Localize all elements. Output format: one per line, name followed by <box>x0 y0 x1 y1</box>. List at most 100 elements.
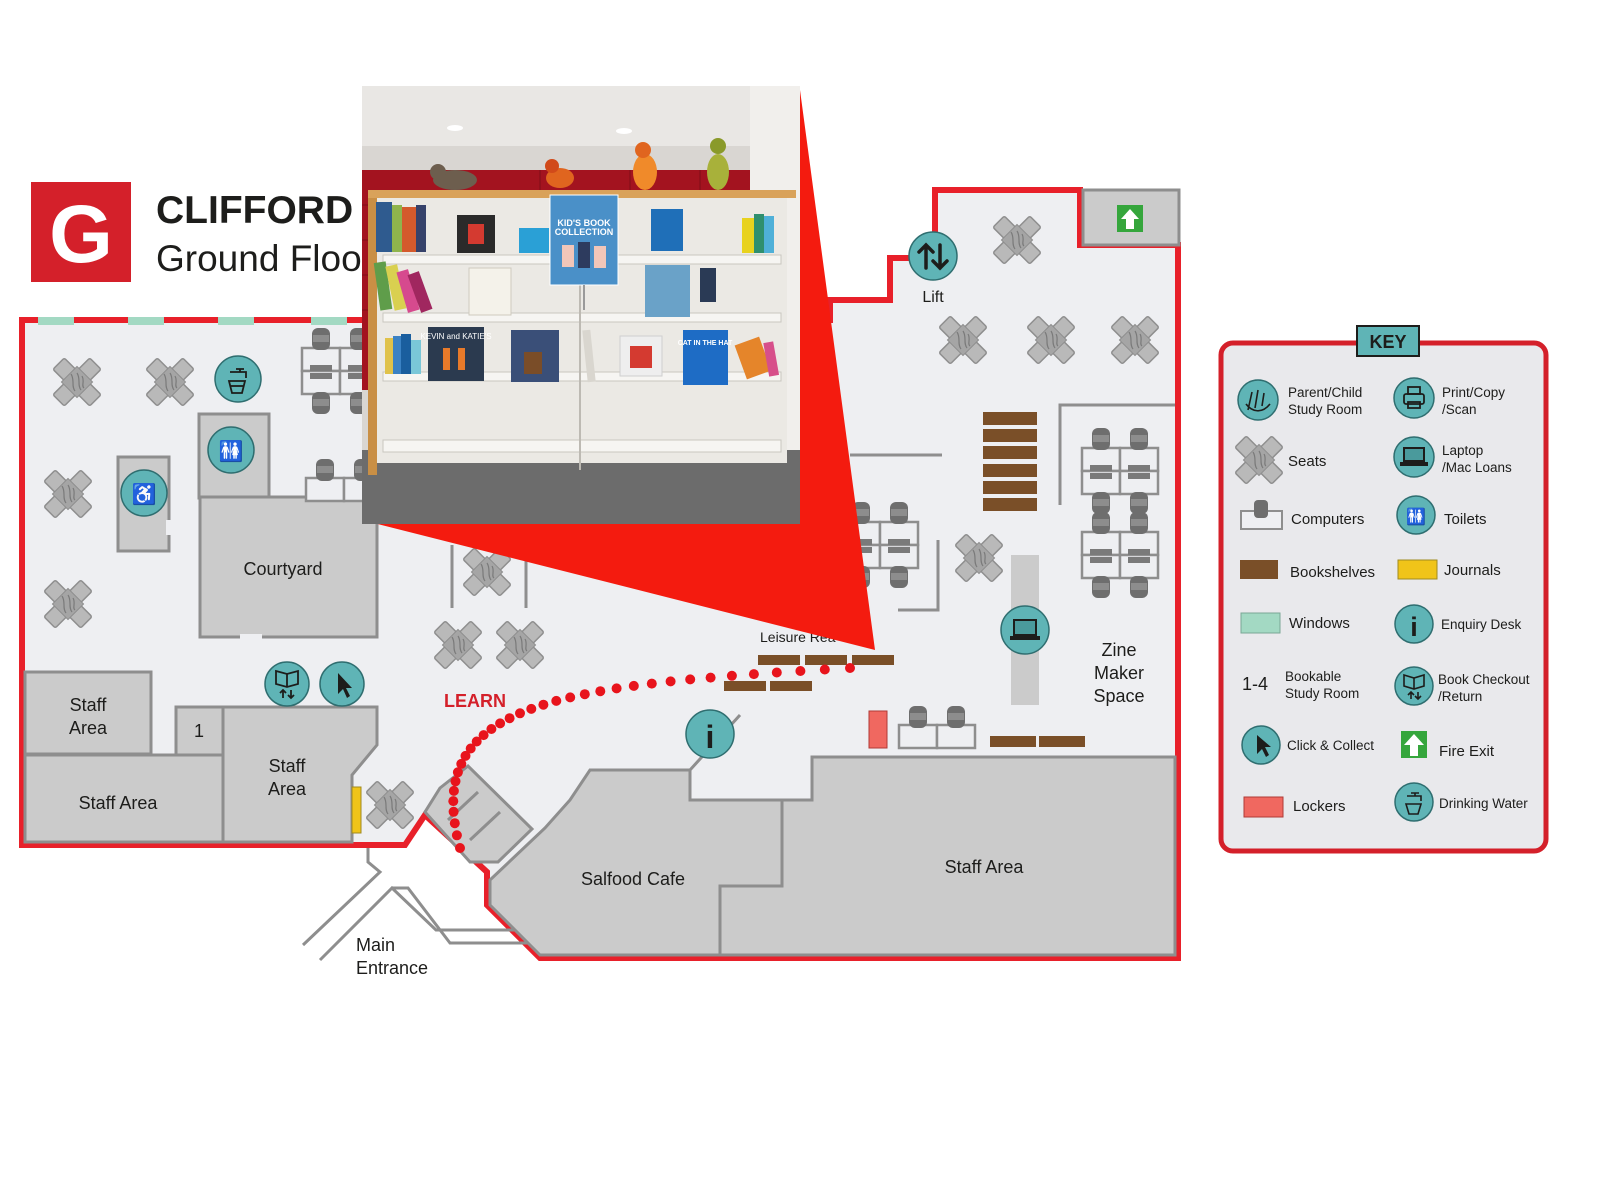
kids-book-collection-photo[interactable]: KID'S BOOK COLLECTION KEVIN and KATIE'S … <box>362 86 800 524</box>
computer-icon <box>1240 500 1283 530</box>
main-entrance-label-line1: Main <box>356 935 395 955</box>
toilets-icon: 🚻 <box>1406 507 1426 526</box>
route-dot <box>448 806 459 817</box>
route-dot <box>452 767 463 778</box>
book-title-kevin-katie: KEVIN and KATIE'S <box>420 332 491 341</box>
main-entrance-label-line2: Entrance <box>356 958 428 978</box>
window <box>38 317 74 325</box>
key-label: /Mac Loans <box>1442 460 1512 475</box>
enquiry-desk-marker[interactable]: i <box>685 709 735 759</box>
click-collect-marker[interactable] <box>319 661 365 707</box>
drinking-water-icon <box>227 368 247 394</box>
drinking-water-marker[interactable] <box>214 355 262 403</box>
bookshelf <box>852 655 894 665</box>
toilets-marker[interactable]: 🚻 <box>207 426 255 474</box>
parent-child-icon <box>1245 389 1271 412</box>
key-item-book-checkout: Book Checkout /Return <box>1394 666 1530 706</box>
route-dot <box>448 796 459 807</box>
room-study-1[interactable]: 1 <box>174 705 225 757</box>
poster-title-line2: COLLECTION <box>555 227 614 237</box>
bookshelf <box>983 412 1037 425</box>
room-staff-area-2: Staff Area <box>23 753 225 844</box>
key-item-toilets: 🚻 Toilets <box>1396 495 1487 535</box>
key-title: KEY <box>1369 332 1406 352</box>
key-item-drinking-water: Drinking Water <box>1394 782 1528 822</box>
route-dot <box>538 699 549 710</box>
key-item-print: Print/Copy /Scan <box>1393 377 1505 419</box>
laptop-loans-marker[interactable] <box>1000 605 1050 655</box>
route-dot <box>448 785 459 796</box>
window <box>128 317 164 325</box>
key-item-bookshelves: Bookshelves <box>1240 560 1375 581</box>
building-name: CLIFFORD <box>156 189 353 232</box>
fire-exit-room <box>1081 188 1181 247</box>
lift-marker[interactable]: Lift <box>908 231 958 306</box>
key-label: Lockers <box>1293 798 1346 815</box>
learn-route-label: LEARN <box>444 691 506 711</box>
route-dot <box>450 776 461 787</box>
route-dot <box>748 669 759 680</box>
room-label-staff-area-1-line1: Staff <box>70 695 108 715</box>
route-dot <box>595 686 606 697</box>
drinking-water-icon <box>1404 792 1423 815</box>
key-label: Toilets <box>1444 511 1487 528</box>
room-label-staff-area-4: Staff Area <box>945 857 1025 877</box>
room-label-staff-area-3-line1: Staff <box>269 756 307 776</box>
room-staff-area-1: Staff Area <box>23 670 153 756</box>
room-staff-area-4: Staff Area <box>718 755 1177 957</box>
laptop-icon <box>1010 619 1040 640</box>
bookshelf <box>805 655 847 665</box>
key-label: /Return <box>1438 689 1482 704</box>
key-label: Study Room <box>1285 686 1359 701</box>
toilets-marker[interactable]: ♿ <box>120 469 168 517</box>
key-label: Fire Exit <box>1439 743 1495 760</box>
key-label: Enquiry Desk <box>1441 617 1522 632</box>
route-dot <box>819 664 830 675</box>
route-dot <box>495 718 506 729</box>
route-dot <box>515 708 525 719</box>
journal-swatch <box>1397 559 1438 580</box>
route-dot <box>665 676 676 687</box>
key-label: Bookable <box>1285 669 1341 684</box>
route-dot <box>628 680 639 691</box>
route-dot <box>455 843 465 853</box>
key-label: /Scan <box>1442 402 1477 417</box>
room-label-salfood-cafe: Salfood Cafe <box>581 869 685 889</box>
lift-label: Lift <box>922 289 944 306</box>
bookshelf <box>983 429 1037 442</box>
route-dot <box>449 818 460 829</box>
info-icon: i <box>1410 612 1418 642</box>
bookshelf <box>983 446 1037 459</box>
route-dot <box>471 736 482 747</box>
key-label: Bookshelves <box>1290 564 1375 581</box>
room-courtyard: Courtyard <box>198 495 379 640</box>
route-dot <box>486 724 497 734</box>
key-label: Journals <box>1444 562 1501 579</box>
bookshelf <box>724 681 766 691</box>
route-dot <box>726 670 737 681</box>
key-label: Click & Collect <box>1287 738 1374 753</box>
route-dot <box>565 692 576 703</box>
cursor-icon <box>338 673 352 698</box>
route-dot <box>478 730 489 741</box>
route-dot <box>456 758 467 769</box>
bookshelf <box>1039 736 1085 747</box>
room-label-staff-area-1-line2: Area <box>69 718 108 738</box>
route-dot <box>845 663 855 673</box>
key-label: Computers <box>1291 511 1364 528</box>
key-label: Parent/Child <box>1288 385 1362 400</box>
bookshelf <box>983 464 1037 477</box>
lockers <box>868 710 888 749</box>
key-label: Study Room <box>1288 402 1362 417</box>
book-checkout-marker[interactable] <box>264 661 310 707</box>
key-item-seats: Seats <box>1234 435 1326 485</box>
route-dot <box>646 678 657 689</box>
key-item-click-collect: Click & Collect <box>1241 725 1374 765</box>
book-checkout-icon <box>1403 673 1425 701</box>
key-item-study-room: 1-4 Bookable Study Room <box>1242 669 1359 701</box>
route-dot <box>551 695 562 706</box>
study-room-number: 1-4 <box>1242 674 1268 694</box>
main-entrance-path <box>301 848 540 962</box>
window-swatch <box>1240 612 1281 634</box>
